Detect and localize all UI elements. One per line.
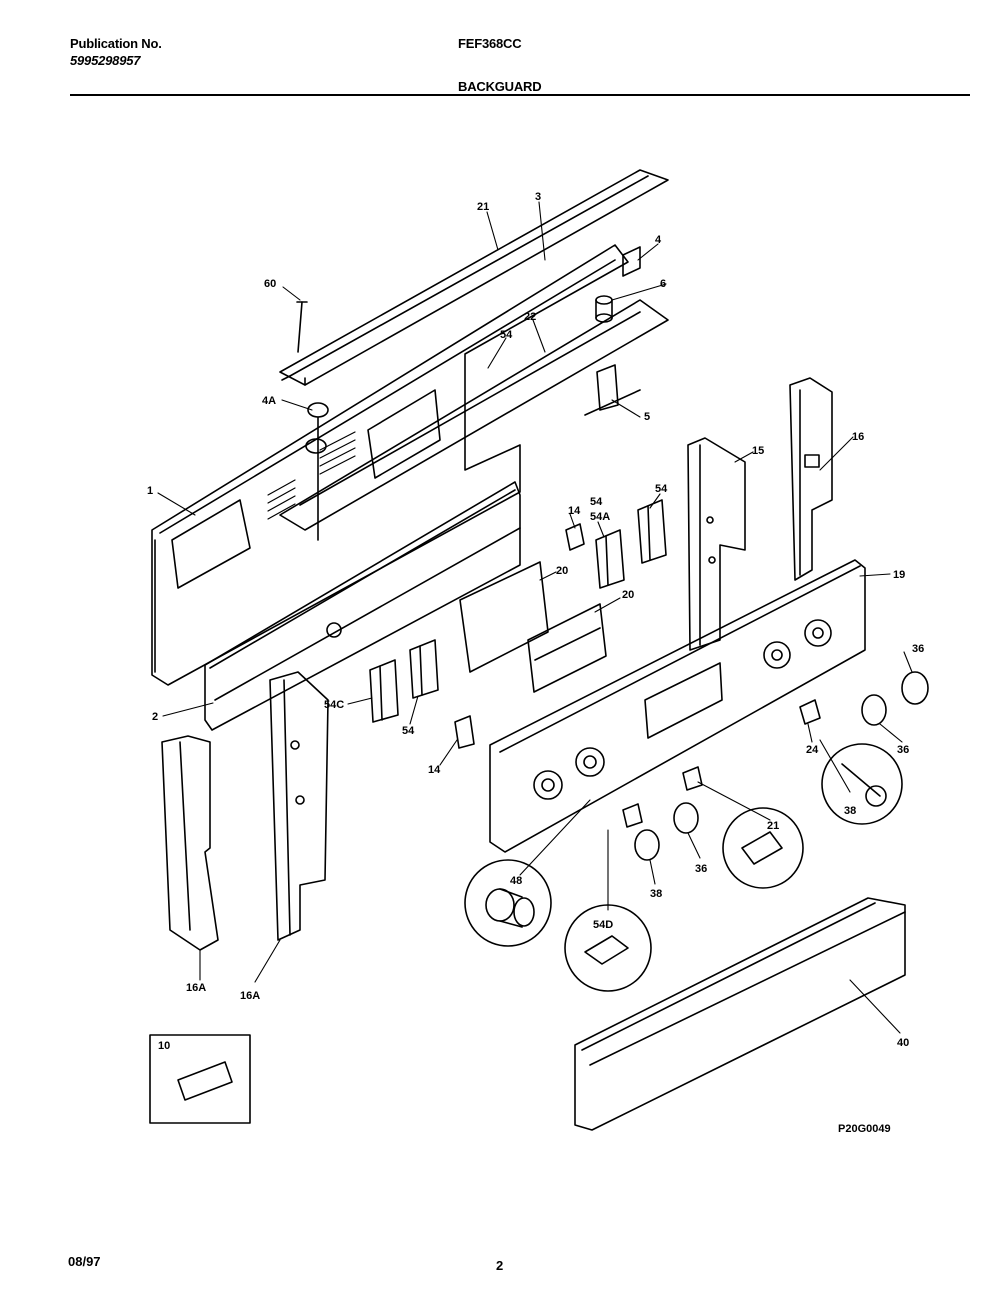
- small-switch-24: [622, 699, 821, 828]
- callout-20-b: 20: [622, 589, 634, 601]
- callout-16A-left: 16A: [186, 982, 206, 994]
- section-title: BACKGUARD: [458, 79, 542, 94]
- bracket-4: [622, 246, 641, 277]
- callout-40: 40: [897, 1037, 909, 1049]
- callout-54-mid: 54: [590, 496, 603, 508]
- callout-14-top: 14: [568, 505, 581, 517]
- callout-54A: 54A: [590, 511, 610, 523]
- footer-date: 08/97: [68, 1254, 101, 1269]
- callout-54D: 54D: [593, 919, 613, 931]
- callout-6: 6: [660, 278, 666, 290]
- main-backguard-panel: [151, 244, 629, 686]
- callout-20-a: 20: [556, 565, 568, 577]
- publication-number: 5995298957: [70, 53, 141, 68]
- publication-label: Publication No.: [70, 36, 162, 51]
- callout-54-right: 54: [655, 483, 668, 495]
- callout-38: 38: [844, 805, 856, 817]
- callout-5: 5: [644, 411, 650, 423]
- backguard-support-panel: [279, 299, 669, 531]
- callout-54C: 54C: [324, 699, 344, 711]
- indicator-light-14: [454, 523, 585, 749]
- callout-16: 16: [852, 431, 864, 443]
- callout-10: 10: [158, 1040, 170, 1052]
- leader-lines: [157, 201, 913, 1034]
- detail-circle-switch-24: [722, 807, 804, 889]
- callout-3: 3: [535, 191, 541, 203]
- callout-36-low: 36: [695, 863, 707, 875]
- callout-16A-right: 16A: [240, 990, 260, 1002]
- callout-labels: 21 3 4 6 60 22 54 4A 5 1 15 16 14 54 54A…: [147, 191, 924, 1135]
- callout-2: 2: [152, 711, 158, 723]
- detail-circle-screw: [821, 743, 903, 825]
- clip-5: [584, 364, 641, 416]
- page-number: 2: [496, 1258, 504, 1273]
- lower-rear-panel: [204, 481, 521, 731]
- figure-code: P20G0049: [838, 1123, 891, 1135]
- callout-54-low: 54: [402, 725, 415, 737]
- switch-54A: [595, 529, 625, 589]
- side-bracket-16: [789, 377, 833, 581]
- screw-60: [296, 301, 308, 353]
- detail-circle-switch-54D: [564, 904, 652, 992]
- trim-strip-40: [574, 897, 906, 1131]
- callout-4: 4: [655, 234, 662, 246]
- control-panel-19: [489, 559, 866, 853]
- side-panel-16A-right: [269, 671, 329, 941]
- switch-54C: [369, 659, 399, 723]
- callout-24-a: 24: [806, 744, 819, 756]
- callout-21-b: 21: [767, 820, 779, 832]
- callout-36-mid: 36: [897, 744, 909, 756]
- callout-15: 15: [752, 445, 764, 457]
- clock-timer-20: [459, 561, 607, 693]
- callout-19: 19: [893, 569, 905, 581]
- callout-22: 22: [524, 311, 536, 323]
- callout-21: 21: [477, 201, 489, 213]
- top-trim-strip: [279, 169, 669, 386]
- callout-4A: 4A: [262, 395, 276, 407]
- callout-14-low: 14: [428, 764, 441, 776]
- model-number: FEF368CC: [458, 36, 522, 51]
- side-bracket-15: [687, 437, 746, 651]
- callout-48: 48: [510, 875, 522, 887]
- callout-1: 1: [147, 485, 153, 497]
- knob-36-right: [634, 671, 929, 861]
- side-panel-16A-left: [161, 735, 219, 951]
- switch-54-low: [409, 639, 439, 699]
- inset-box-10: [149, 1034, 251, 1124]
- end-cap-4A: [305, 402, 329, 541]
- callout-36-top: 36: [912, 643, 924, 655]
- detail-circle-knob: [464, 859, 552, 947]
- callout-38-b: 38: [650, 888, 662, 900]
- header-rule: [70, 94, 970, 96]
- switch-54-top: [637, 499, 667, 564]
- callout-54-top: 54: [500, 329, 513, 341]
- callout-60: 60: [264, 278, 276, 290]
